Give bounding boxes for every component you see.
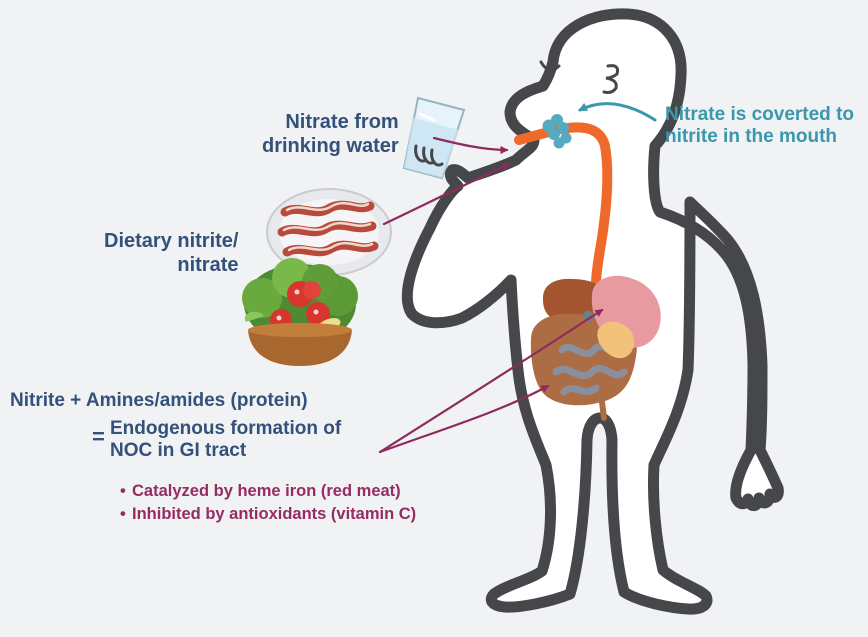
bullet-text-heme: Catalyzed by heme iron (red meat) [132, 482, 401, 500]
label-line: Dietary nitrite/ [104, 230, 238, 254]
label-line: Nitrate from [262, 111, 399, 135]
label-line: Nitrate is coverted to [665, 104, 854, 126]
label-line: drinking water [262, 135, 399, 159]
label-line: nitrate [104, 254, 238, 278]
label-endogenous-formation: Endogenous formation of NOC in GI tract [110, 418, 341, 463]
equals-sign: = [92, 424, 105, 450]
label-amines: Nitrite + Amines/amides (protein) [10, 390, 308, 412]
list-item: •Catalyzed by heme iron (red meat) [120, 480, 416, 503]
label-line: nitrite in the mouth [665, 126, 854, 148]
label-line: NOC in GI tract [110, 440, 341, 462]
modifier-list: •Catalyzed by heme iron (red meat) •Inhi… [120, 480, 416, 526]
bullet-icon: • [120, 503, 132, 526]
label-dietary: Dietary nitrite/ nitrate [104, 230, 238, 277]
bullet-text-antioxidants: Inhibited by antioxidants (vitamin C) [132, 505, 416, 523]
list-item: •Inhibited by antioxidants (vitamin C) [120, 503, 416, 526]
label-mouth-conversion: Nitrate is coverted to nitrite in the mo… [665, 104, 854, 149]
bullet-icon: • [120, 480, 132, 503]
rectum [602, 402, 604, 418]
label-line: Endogenous formation of [110, 418, 341, 440]
label-drinking-water: Nitrate from drinking water [262, 111, 399, 158]
